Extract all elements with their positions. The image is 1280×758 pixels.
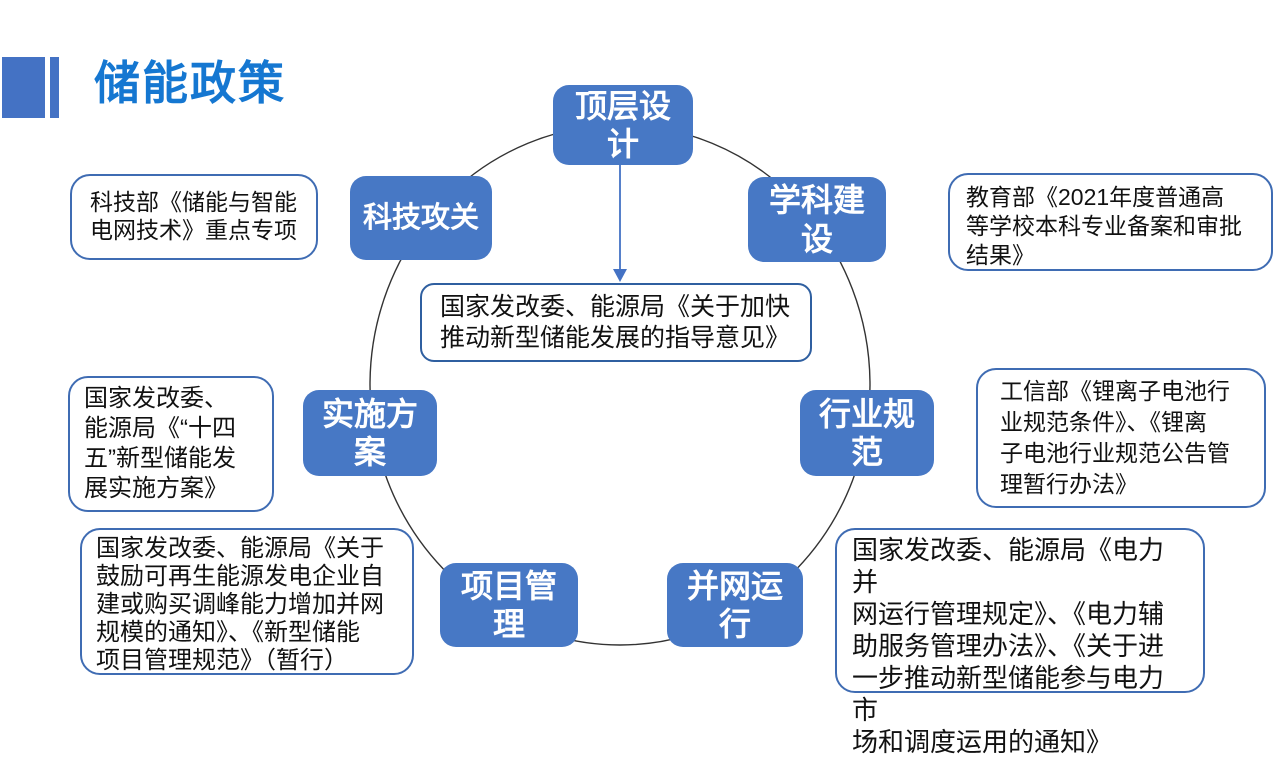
callout-grid-operation-policies: 国家发改委、能源局《电力并 网运行管理规定》、《电力辅 助服务管理办法》、《关于…: [835, 528, 1205, 757]
title-accent-square: [2, 57, 45, 118]
arrow-down-icon: [613, 165, 627, 282]
callout-education-ministry-result: 教育部《2021年度普通高 等学校本科专业备案和审批 结果》: [948, 173, 1273, 271]
callout-miit-battery-standards: 工信部《锂离子电池行 业规范条件》、《锂离 子电池行业规范公告管 理暂行办法》: [976, 368, 1266, 508]
callout-project-management-policies: 国家发改委、能源局《关于 鼓励可再生能源发电企业自 建或购买调峰能力增加并网 规…: [80, 528, 414, 675]
node-grid-connected-operation: 并网运 行: [667, 563, 803, 647]
callout-tech-ministry-program: 科技部《储能与智能 电网技术》重点专项: [70, 174, 318, 260]
center-policy-box: 国家发改委、能源局《关于加快 推动新型储能发展的指导意见》: [420, 283, 812, 362]
slide-title: 储能政策: [94, 57, 286, 109]
node-project-management: 项目管 理: [440, 563, 578, 647]
node-discipline-construction: 学科建 设: [748, 177, 886, 262]
node-top-level-design: 顶层设 计: [553, 85, 693, 165]
node-implementation-plan: 实施方 案: [303, 390, 437, 476]
callout-implementation-plan-policy: 国家发改委、 能源局《“十四 五”新型储能发 展实施方案》: [68, 376, 274, 512]
node-industry-standard: 行业规 范: [800, 390, 934, 476]
node-tech-research: 科技攻关: [350, 176, 492, 260]
title-accent-bar: [50, 57, 59, 118]
